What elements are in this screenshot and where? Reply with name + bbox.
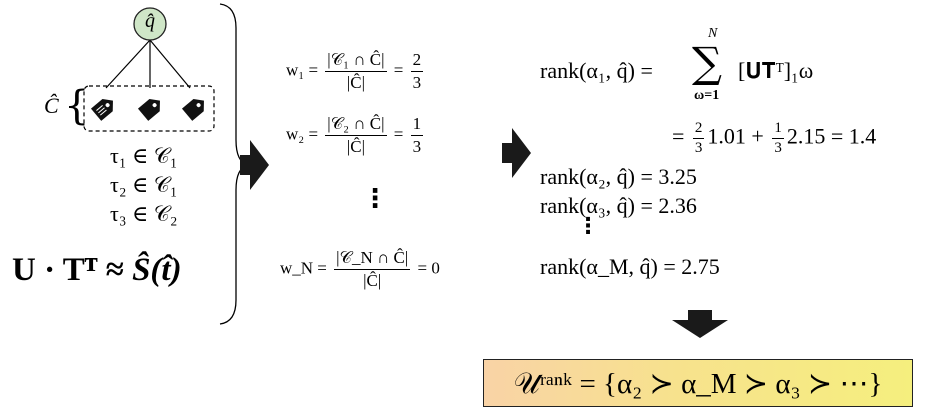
rank-row-m: rank(α_M, q̂) = 2.75 [540, 254, 720, 279]
result-text: 𝒰ʳᵃⁿᵏ = {α₂ ≻ α_M ≻ α₃ ≻ ⋯} [513, 367, 883, 400]
edge-3 [149, 39, 191, 89]
tag-set-label: Ĉ [44, 93, 59, 118]
tag-set-brace: { [64, 83, 90, 129]
query-node [133, 7, 167, 41]
rank-row-3: rank(α₃, q̂) = 2.36 [540, 193, 697, 218]
tag-icon [90, 99, 113, 121]
sum-upper: N [708, 26, 718, 41]
query-graph [83, 7, 215, 132]
membership-1: τ₁ ∈ 𝒞₁ [110, 143, 178, 168]
query-node-label: q̂ [145, 10, 155, 32]
weights-vdots: ⋮ [362, 184, 388, 214]
rank-1-lhs: rank(α₁, q̂) = [540, 58, 653, 83]
rank-vdots: ⋮ [577, 214, 599, 239]
arrow-down [672, 310, 728, 338]
factorization-lhs: U · Tᵀ ≈ [12, 252, 133, 288]
membership-2: τ₂ ∈ 𝒞₁ [110, 172, 178, 197]
sum-lower: ω=1 [694, 88, 720, 103]
arrow-right-1 [240, 140, 269, 190]
weight-row-n: w_N = |𝒞_N ∩ Ĉ||Ĉ| = 0 [280, 248, 440, 290]
edge-1 [105, 39, 151, 89]
factorization: U · Tᵀ ≈ Ŝ(t̂) [12, 252, 182, 289]
sum-symbol: ∑ [692, 38, 722, 87]
tag-icon [181, 99, 204, 121]
membership-3: τ₃ ∈ 𝒞₂ [110, 201, 178, 226]
rank-1-term: [𝐔𝐓ᵀ]₁ω [738, 58, 814, 83]
tag-set-box [83, 85, 215, 132]
arrow-right-2 [502, 128, 531, 178]
result-box: 𝒰ʳᵃⁿᵏ = {α₂ ≻ α_M ≻ α₃ ≻ ⋯} [483, 359, 913, 407]
tag-icon [137, 99, 160, 121]
rank-row-2: rank(α₂, q̂) = 3.25 [540, 164, 697, 189]
factorization-rhs: Ŝ(t̂) [132, 252, 182, 288]
